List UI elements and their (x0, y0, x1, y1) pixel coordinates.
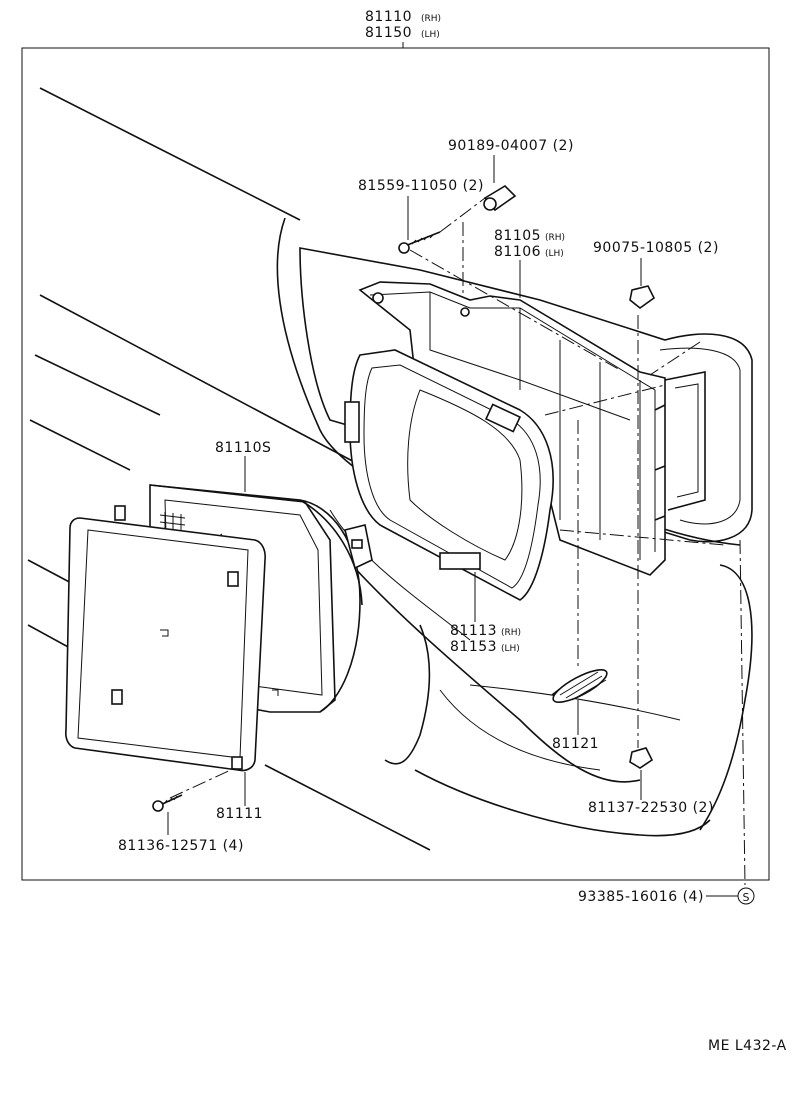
label-mount-ring-rh-side: (RH) (501, 628, 521, 638)
assembly-side-rh: (RH) (421, 14, 441, 24)
label-housing-rh-side: (RH) (545, 233, 565, 243)
headlamp-retaining-ring (65, 505, 279, 772)
assembly-frame (21, 47, 770, 881)
label-standard-part: 93385-16016 (4) (578, 889, 704, 905)
nut-bottom (629, 747, 654, 769)
label-housing-rh: 81105 (494, 228, 541, 244)
screw-bottom (152, 794, 183, 812)
label-nut-bottom: 81137-22530 (2) (588, 800, 714, 816)
adjusting-spring (551, 669, 608, 703)
label-fastener-top: 90189-04007 (2) (448, 138, 574, 154)
standard-part-symbol-letter: S (743, 891, 750, 904)
assembly-number-rh: 81110 (365, 9, 412, 25)
screw-top (398, 231, 441, 254)
label-housing-lh: 81106 (494, 244, 541, 260)
label-spring: 81121 (552, 736, 599, 752)
label-mount-ring-lh: 81153 (450, 639, 497, 655)
callout-leaders (167, 155, 738, 897)
callout-labels: 90189-04007 (2) 81559-11050 (2) 81105 (R… (118, 138, 755, 905)
clip-right (629, 285, 656, 310)
assembly-guide-lines (169, 197, 746, 886)
assembly-number-lh: 81150 (365, 25, 412, 41)
label-screw-top: 81559-11050 (2) (358, 178, 484, 194)
fastener-top (483, 184, 517, 212)
standard-part-symbol (737, 887, 755, 905)
label-screw-bottom: 81136-12571 (4) (118, 838, 244, 854)
headlamp-mounting-ring (344, 349, 554, 601)
label-clip-right: 90075-10805 (2) (593, 240, 719, 256)
label-mount-ring-lh-side: (LH) (501, 644, 520, 654)
assembly-number: 81110 (RH) 81150 (LH) (365, 9, 441, 41)
label-retaining-ring: 81111 (216, 806, 263, 822)
label-housing-lh-side: (LH) (545, 249, 564, 259)
diagram-code: ME L432-A (708, 1038, 787, 1054)
assembly-side-lh: (LH) (421, 30, 440, 40)
label-lamp-unit: 81110S (215, 440, 271, 456)
label-mount-ring-rh: 81113 (450, 623, 497, 639)
